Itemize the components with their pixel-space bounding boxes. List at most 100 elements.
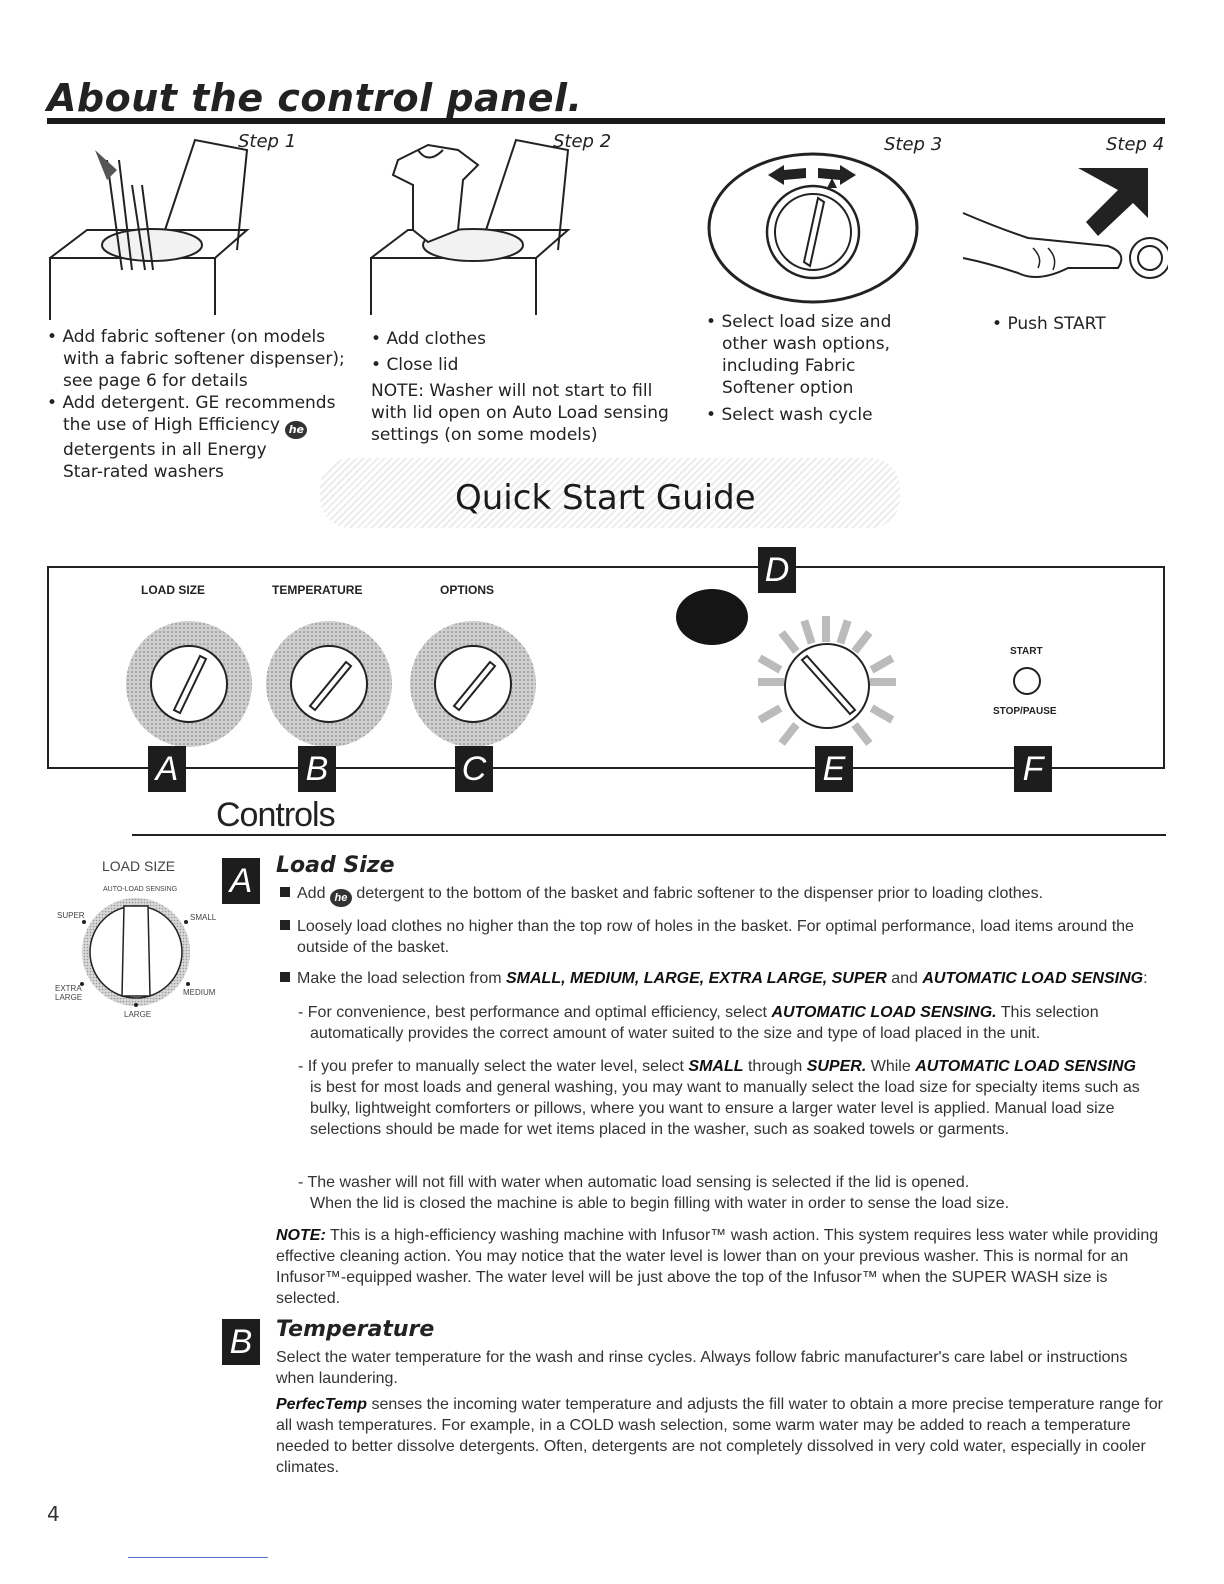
controls-heading: Controls [216, 796, 336, 834]
section-a-note: NOTE: This is a high-efficiency washing … [276, 1225, 1161, 1309]
page-number: 4 [47, 1502, 60, 1526]
dash-2-small: SMALL [688, 1058, 744, 1075]
step-2-line-3: NOTE: Washer will not start to fill [371, 381, 653, 401]
section-a-bullet-3: Make the load selection from SMALL, MEDI… [280, 968, 1165, 989]
dash-3-line-1: - The washer will not fill with water wh… [298, 1174, 970, 1191]
step-1-line-1: Add fabric softener (on models [62, 327, 326, 347]
note-label: NOTE: [276, 1227, 326, 1244]
step-1-label: Step 1 [238, 131, 297, 152]
start-stop-button[interactable] [1013, 667, 1041, 695]
panel-label-options: OPTIONS [440, 583, 495, 597]
dash-3-line-2: When the lid is closed the machine is ab… [310, 1195, 1010, 1212]
dial-super-label: SUPER [57, 911, 85, 920]
dial-small-label: SMALL [190, 913, 217, 922]
step-2-label: Step 2 [553, 131, 612, 152]
section-a-title: Load Size [276, 853, 395, 878]
section-b-paragraph-2: PerfecTemp senses the incoming water tem… [276, 1394, 1166, 1478]
dash-2-super: SUPER. [806, 1058, 867, 1075]
step-1-line-7: Star-rated washers [63, 462, 224, 482]
step-3-line-1: Select load size and [721, 312, 892, 332]
step-3-illustration [707, 152, 919, 304]
he-logo-icon: he [285, 421, 308, 439]
he-logo-icon-2: he [329, 889, 352, 907]
step-3-line-4: Softener option [722, 378, 854, 398]
step-1-text: Add fabric softener (on models with a fa… [47, 326, 347, 483]
badge-e: E [815, 746, 853, 792]
panel-dials-abc [126, 621, 536, 747]
bullet-1-post: detergent to the bottom of the basket an… [356, 885, 1044, 902]
load-size-dial [126, 621, 252, 747]
step-4-text: Push START [992, 313, 1162, 335]
step-4-label: Step 4 [1106, 134, 1165, 155]
bullet-3-and: and [891, 970, 918, 987]
dial-extra-large-label: EXTRA LARGE [55, 984, 83, 1002]
step-2-text: Add clothes Close lid NOTE: Washer will … [371, 328, 691, 446]
dial-large-label: LARGE [124, 1010, 152, 1019]
perfectemp-text: senses the incoming water temperature an… [276, 1396, 1163, 1476]
dial-title: LOAD SIZE [102, 858, 176, 874]
step-3-line-2: other wash options, [722, 334, 891, 354]
temperature-dial [266, 621, 392, 747]
section-a-dash-1: - For convenience, best performance and … [298, 1002, 1168, 1044]
options-dial [410, 621, 536, 747]
step-2-illustration [370, 138, 571, 315]
title-divider [47, 118, 1165, 124]
dash-2-through: through [747, 1058, 803, 1075]
controls-divider [132, 834, 1166, 836]
quick-start-banner-bg [320, 458, 900, 528]
section-a-badge: A [222, 858, 260, 904]
dial-medium-label: MEDIUM [183, 988, 216, 997]
bullet-3-end: : [1143, 970, 1148, 987]
section-a-bullet-2: Loosely load clothes no higher than the … [280, 916, 1160, 958]
control-panel-diagram [47, 566, 1165, 769]
perfectemp-label: PerfecTemp [276, 1396, 367, 1413]
bullet-2-text: Loosely load clothes no higher than the … [297, 918, 1134, 956]
badge-c: C [455, 746, 493, 792]
load-size-dial-detail [80, 898, 190, 1007]
badge-d: D [758, 547, 796, 593]
section-a-bullet-1: Add he detergent to the bottom of the ba… [280, 883, 1165, 907]
section-a-dash-3: - The washer will not fill with water wh… [298, 1172, 1168, 1214]
bullet-3-auto: AUTOMATIC LOAD SENSING [922, 970, 1144, 987]
dash-1-pre: - For convenience, best performance and … [298, 1004, 767, 1021]
bullet-3-options: SMALL, MEDIUM, LARGE, EXTRA LARGE, SUPER [506, 970, 887, 987]
panel-label-temperature: TEMPERATURE [272, 583, 363, 597]
dial-auto-label: AUTO-LOAD SENSING [103, 886, 178, 893]
badge-a: A [148, 746, 186, 792]
dash-1-bold: AUTOMATIC LOAD SENSING. [771, 1004, 997, 1021]
section-b-title: Temperature [276, 1317, 435, 1342]
badge-b: B [298, 746, 336, 792]
step-2-line-4: with lid open on Auto Load sensing [371, 403, 669, 423]
step-1-line-3: see page 6 for details [63, 371, 248, 391]
step-4-illustration [962, 168, 1168, 279]
quick-start-title: Quick Start Guide [455, 478, 756, 518]
step-2-line-1: Add clothes [386, 329, 486, 349]
step-1-illustration [49, 138, 250, 320]
step-4-line-1: Push START [1007, 314, 1106, 334]
section-a-dash-2: - If you prefer to manually select the w… [298, 1056, 1148, 1140]
section-b-paragraph-1: Select the water temperature for the was… [276, 1349, 1128, 1387]
step-3-line-3: including Fabric [722, 356, 856, 376]
stop-pause-label: STOP/PAUSE [993, 706, 1057, 717]
step-1-line-2: with a fabric softener dispenser); [63, 349, 345, 369]
step-3-line-5: Select wash cycle [721, 405, 873, 425]
dash-2-while: While [870, 1058, 911, 1075]
bullet-3-pre: Make the load selection from [297, 970, 502, 987]
step-2-line-5: settings (on some models) [371, 425, 598, 445]
dash-2-pre: - If you prefer to manually select the w… [298, 1058, 684, 1075]
panel-label-load-size: LOAD SIZE [141, 583, 206, 597]
step-1-line-4: Add detergent. GE recommends [62, 393, 336, 413]
step-3-label: Step 3 [884, 134, 943, 155]
bullet-1-pre: Add [297, 885, 326, 902]
dash-2-post: is best for most loads and general washi… [310, 1079, 1140, 1138]
step-1-line-6: detergents in all Energy [63, 440, 267, 460]
page-title: About the control panel. [47, 76, 583, 120]
section-b-badge: B [222, 1319, 260, 1365]
dash-1-post: This selection automatically provides th… [310, 1004, 1099, 1042]
badge-f: F [1014, 746, 1052, 792]
dash-2-auto: AUTOMATIC LOAD SENSING [915, 1058, 1136, 1075]
note-text: This is a high-efficiency washing machin… [276, 1227, 1159, 1307]
step-2-line-2: Close lid [386, 355, 459, 375]
step-3-text: Select load size and other wash options,… [706, 311, 966, 426]
start-label: START [1010, 646, 1043, 657]
